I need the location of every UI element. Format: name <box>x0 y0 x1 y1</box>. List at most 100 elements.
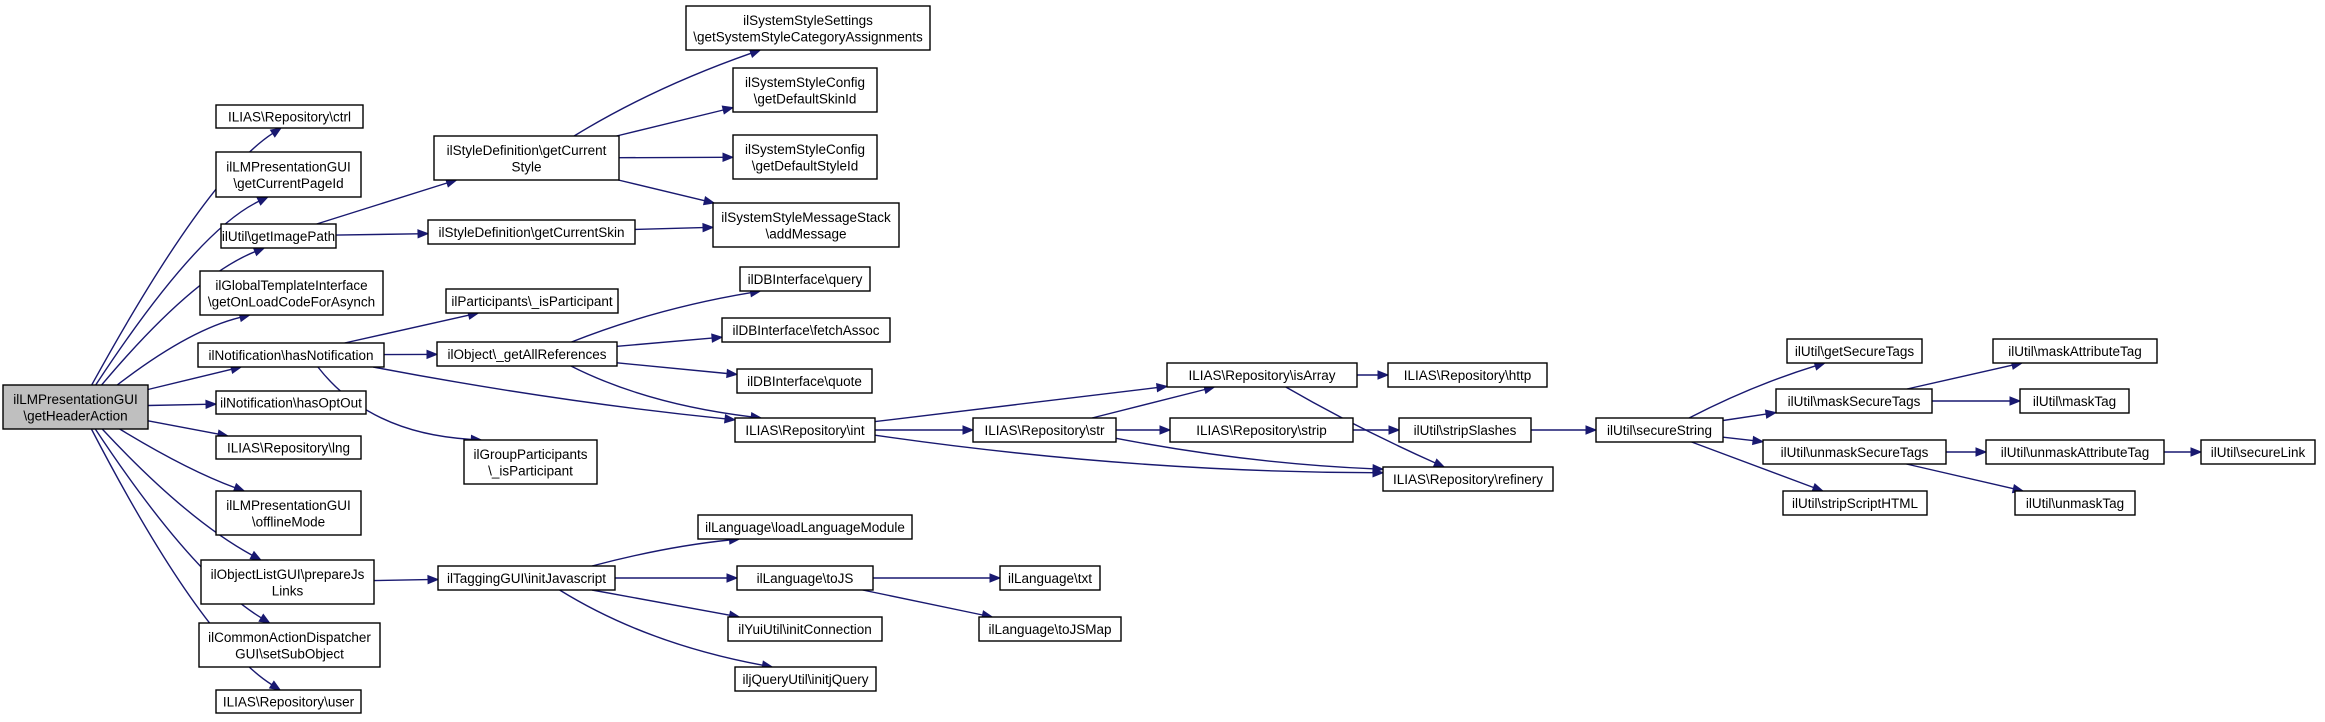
node-label: ilNotification\hasOptOut <box>220 396 362 411</box>
node-isArray[interactable]: ILIAS\Repository\isArray <box>1166 362 1358 388</box>
node-toJSMap[interactable]: ilLanguage\toJSMap <box>978 616 1122 642</box>
node-hasOptOut[interactable]: ilNotification\hasOptOut <box>215 390 367 415</box>
node-box <box>721 317 891 343</box>
node-initJavascript[interactable]: ilTaggingGUI\initJavascript <box>437 565 616 591</box>
edge-root-to-setSubObject <box>94 428 271 624</box>
node-root[interactable]: ilLMPresentationGUI\getHeaderAction <box>2 384 149 430</box>
node-label: Style <box>511 159 541 174</box>
arrowhead <box>1372 464 1385 474</box>
node-label: ilLanguage\toJS <box>757 571 854 586</box>
node-lng[interactable]: ILIAS\Repository\lng <box>215 435 362 460</box>
node-defaultSkinId[interactable]: ilSystemStyleConfig\getDefaultSkinId <box>732 67 878 113</box>
node-label: ilUtil\maskTag <box>2033 394 2116 409</box>
node-txt[interactable]: ilLanguage\txt <box>999 565 1101 591</box>
node-getSecureTags[interactable]: ilUtil\getSecureTags <box>1786 338 1923 364</box>
node-label: ilLanguage\loadLanguageModule <box>705 520 905 535</box>
node-box <box>1166 362 1358 388</box>
node-defaultStyleId[interactable]: ilSystemStyleConfig\getDefaultStyleId <box>732 134 878 180</box>
arrowhead <box>726 368 739 379</box>
node-box <box>1775 388 1933 414</box>
edge-line <box>616 337 713 347</box>
edge-line <box>316 182 448 225</box>
node-int[interactable]: ILIAS\Repository\int <box>734 417 876 443</box>
node-box <box>215 435 362 460</box>
edge-line <box>147 368 232 391</box>
node-label: ilDBInterface\query <box>748 272 863 287</box>
edge-line <box>94 428 262 619</box>
node-str[interactable]: ILIAS\Repository\str <box>972 417 1117 443</box>
node-label: ilUtil\secureLink <box>2211 445 2306 460</box>
node-getCurrentSkin[interactable]: ilStyleDefinition\getCurrentSkin <box>427 219 636 245</box>
node-getAllReferences[interactable]: ilObject\_getAllReferences <box>436 341 618 367</box>
edge-line <box>571 292 751 343</box>
node-label: ilUtil\stripSlashes <box>1414 423 1517 438</box>
node-query[interactable]: ilDBInterface\query <box>739 266 871 292</box>
node-isParticipant[interactable]: ilParticipants\_isParticipant <box>445 288 619 314</box>
node-label: \getHeaderAction <box>23 408 127 423</box>
node-label: ilUtil\secureString <box>1607 423 1712 438</box>
node-maskAttributeTag[interactable]: ilUtil\maskAttributeTag <box>1992 338 2158 364</box>
edge-getCurrentStyle-to-defaultStyleId <box>618 152 735 163</box>
node-initConnection[interactable]: ilYuiUtil\initConnection <box>727 616 883 642</box>
arrowhead <box>702 222 715 233</box>
node-initjQuery[interactable]: iljQueryUtil\initjQuery <box>734 666 877 692</box>
edge-line <box>618 179 705 202</box>
edge-line <box>862 589 983 616</box>
arrowhead <box>724 414 737 424</box>
node-label: ilDBInterface\quote <box>747 374 862 389</box>
node-unmaskSecureTags[interactable]: ilUtil\unmaskSecureTags <box>1762 439 1947 465</box>
arrowhead <box>702 195 716 206</box>
edge-line <box>147 420 219 435</box>
node-stripSlashes[interactable]: ilUtil\stripSlashes <box>1398 417 1532 443</box>
node-offlineMode[interactable]: ilLMPresentationGUI\offlineMode <box>215 490 362 536</box>
node-maskSecureTags[interactable]: ilUtil\maskSecureTags <box>1775 388 1933 414</box>
node-user[interactable]: ILIAS\Repository\user <box>215 689 362 714</box>
arrowhead <box>1975 447 1988 457</box>
node-box <box>198 622 381 668</box>
arrowhead <box>962 425 975 435</box>
node-label: Links <box>272 583 304 598</box>
arrowhead <box>711 333 724 343</box>
node-secureLink[interactable]: ilUtil\secureLink <box>2200 439 2316 465</box>
edge-line <box>373 578 429 582</box>
edge-line <box>116 316 241 386</box>
node-maskTag[interactable]: ilUtil\maskTag <box>2019 388 2130 414</box>
node-fetchAssoc[interactable]: ilDBInterface\fetchAssoc <box>721 317 891 343</box>
node-getImagePath[interactable]: ilUtil\getImagePath <box>220 223 337 249</box>
edge-line <box>147 403 207 407</box>
node-stripScriptHTML[interactable]: ilUtil\stripScriptHTML <box>1782 490 1928 516</box>
node-refinery[interactable]: ILIAS\Repository\refinery <box>1382 466 1554 492</box>
node-getCurrentPageId[interactable]: ilLMPresentationGUI\getCurrentPageId <box>215 151 362 198</box>
node-secureString[interactable]: ilUtil\secureString <box>1595 417 1724 443</box>
edge-getImagePath-to-getCurrentSkin <box>335 229 430 239</box>
node-box <box>1398 417 1532 443</box>
node-ctrl[interactable]: ILIAS\Repository\ctrl <box>215 104 364 129</box>
edge-line <box>1722 413 1767 422</box>
arrowhead <box>721 105 735 115</box>
node-hasNotification[interactable]: ilNotification\hasNotification <box>197 342 385 368</box>
node-quote[interactable]: ilDBInterface\quote <box>736 368 873 394</box>
node-unmaskTag[interactable]: ilUtil\unmaskTag <box>2014 490 2136 516</box>
arrowhead <box>2190 447 2203 457</box>
node-unmaskAttributeTag[interactable]: ilUtil\unmaskAttributeTag <box>1985 439 2165 465</box>
node-styleCatAssign[interactable]: ilSystemStyleSettings\getSystemStyleCate… <box>685 5 931 51</box>
node-label: ilStyleDefinition\getCurrentSkin <box>438 225 624 240</box>
node-box <box>736 565 874 591</box>
node-getOnLoadCode[interactable]: ilGlobalTemplateInterface\getOnLoadCodeF… <box>199 270 384 316</box>
node-groupIsParticipant[interactable]: ilGroupParticipants\_isParticipant <box>463 439 598 485</box>
node-strip[interactable]: ILIAS\Repository\strip <box>1169 417 1354 443</box>
edge-line <box>570 365 752 418</box>
node-box <box>734 417 876 443</box>
node-label: ilParticipants\_isParticipant <box>451 294 613 309</box>
node-label: ilGroupParticipants <box>473 447 587 462</box>
node-toJS[interactable]: ilLanguage\toJS <box>736 565 874 591</box>
node-loadLanguageModule[interactable]: ilLanguage\loadLanguageModule <box>697 514 913 540</box>
node-http[interactable]: ILIAS\Repository\http <box>1387 362 1548 388</box>
node-addMessage[interactable]: ilSystemStyleMessageStack\addMessage <box>712 202 900 248</box>
arrowhead <box>1764 409 1778 419</box>
edge-initJavascript-to-initConnection <box>591 589 741 620</box>
